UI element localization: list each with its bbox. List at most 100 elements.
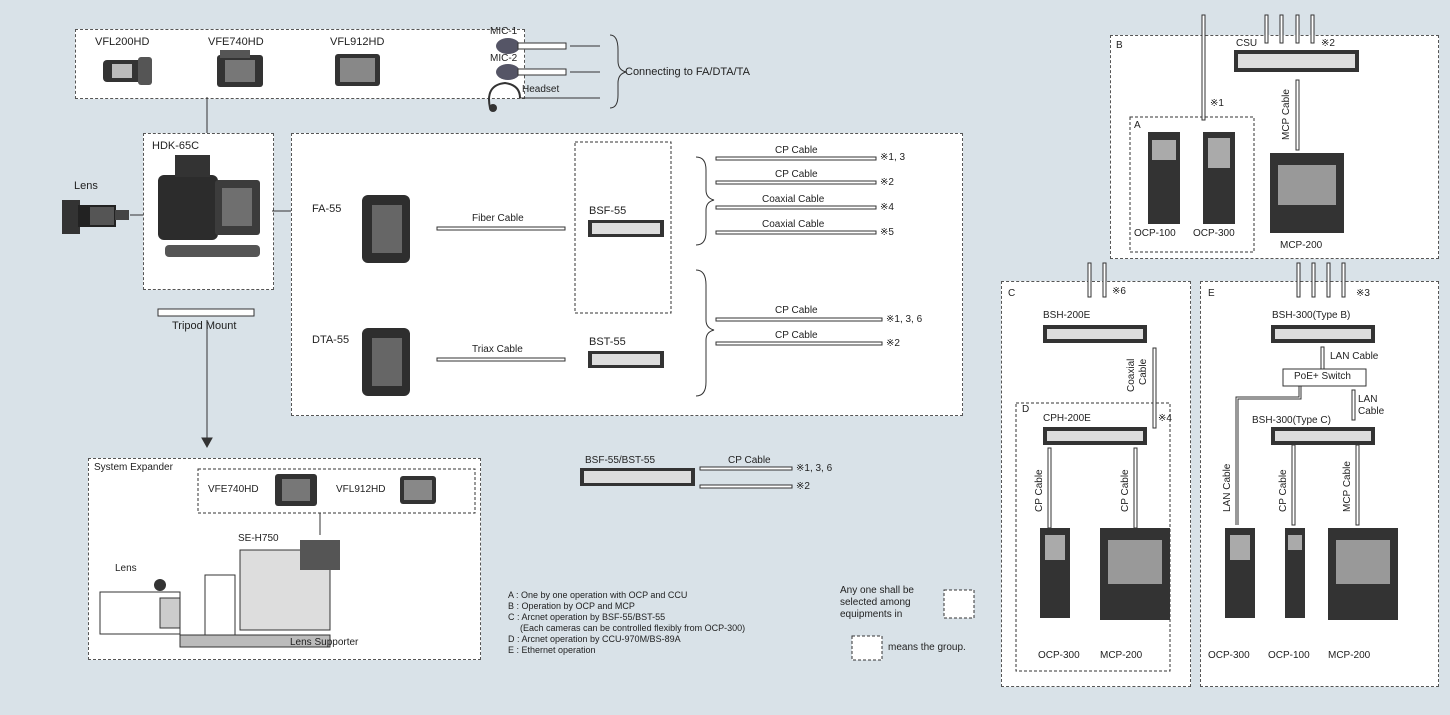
lens-label: Lens [74, 180, 98, 192]
bsf-bst-55-device [580, 468, 695, 486]
mcp-cable-b-label: MCP Cable [1281, 89, 1292, 140]
bottom-cable-label: CP Cable [728, 455, 771, 466]
group-e-mcp-cable: MCP Cable [1342, 461, 1353, 512]
expander-vfe-label: VFE740HD [208, 484, 259, 495]
poe-switch-label: PoE+ Switch [1294, 371, 1351, 382]
cable-6-label: CP Cable [775, 330, 818, 341]
lan-cable-2b-label: Cable [1358, 406, 1385, 417]
coaxial-label: Coaxial [1126, 358, 1137, 392]
group-d-letter: D [1022, 404, 1030, 415]
expander-lens-label: Lens [115, 563, 137, 574]
lens-device [62, 200, 129, 234]
group-e-note3: ※3 [1356, 288, 1370, 299]
fa-55-label: FA-55 [312, 203, 342, 215]
group-e-letter: E [1208, 288, 1215, 299]
group-d-mcp200: MCP-200 [1100, 650, 1143, 661]
group-e-cp-cable: CP Cable [1278, 469, 1289, 512]
group-b-note2: ※2 [1321, 38, 1335, 49]
hdk-65c-device [158, 155, 260, 257]
dta-55-device [362, 328, 410, 396]
vfl200hd-device [103, 57, 152, 85]
group-c-note6: ※6 [1112, 286, 1126, 297]
cable-3-label: Coaxial Cable [762, 194, 825, 205]
group-a-ocp100: OCP-100 [1134, 228, 1176, 239]
group-d-ocp300: OCP-300 [1038, 650, 1080, 661]
vfl912hd-device [335, 54, 380, 86]
group-e-ocp300: OCP-300 [1208, 650, 1250, 661]
group-e [1200, 281, 1439, 687]
cph-200e-label: CPH-200E [1043, 413, 1091, 424]
note-line2: selected among [840, 597, 911, 608]
legend-c2: (Each cameras can be controlled flexibly… [520, 623, 746, 633]
group-a-ocp300: OCP-300 [1193, 228, 1235, 239]
bsf-55-device [588, 220, 664, 237]
group-d-cp-cable-1: CP Cable [1034, 469, 1045, 512]
dta-55-label: DTA-55 [312, 334, 350, 346]
bsh-300-type-c-label: BSH-300(Type C) [1252, 415, 1331, 426]
legend-c: C : Arcnet operation by BSF-55/BST-55 [508, 612, 666, 622]
bsh-200e-label: BSH-200E [1043, 310, 1091, 321]
vfl912hd-label: VFL912HD [330, 36, 385, 48]
expander-vfl-label: VFL912HD [336, 484, 386, 495]
fiber-cable-label: Fiber Cable [472, 213, 524, 224]
group-b-letter: B [1116, 40, 1123, 51]
group-e-ocp100: OCP-100 [1268, 650, 1310, 661]
connecting-label: Connecting to FA/DTA/TA [625, 66, 750, 78]
ocp-panels [1040, 132, 1398, 620]
group-c-letter: C [1008, 288, 1016, 299]
lan-cable-2a-label: LAN [1358, 394, 1378, 405]
vfl200hd-label: VFL200HD [95, 36, 150, 48]
group-meaning-note: means the group. [888, 642, 966, 653]
csu-device [1234, 50, 1359, 72]
group-d-note4: ※4 [1158, 413, 1172, 424]
cable-1-label: CP Cable [775, 145, 818, 156]
bst-55-label: BST-55 [589, 336, 626, 348]
legend-b: B : Operation by OCP and MCP [508, 601, 635, 611]
cable-4-label: Coaxial Cable [762, 219, 825, 230]
camera-name: HDK-65C [152, 140, 200, 152]
expander-title: System Expander [94, 462, 173, 473]
lens-supporter-label: Lens Supporter [290, 637, 359, 648]
legend-a: A : One by one operation with OCP and CC… [508, 590, 688, 600]
lan-cable-3-label: LAN Cable [1222, 463, 1233, 512]
note-line3: equipments in [840, 609, 903, 620]
cable-2-label: CP Cable [775, 169, 818, 180]
bottom-cable-note1: ※1, 3, 6 [796, 463, 833, 474]
cable-6-note: ※2 [886, 338, 900, 349]
mic1-label: MIC-1 [490, 26, 518, 37]
lan-cable-1-label: LAN Cable [1330, 351, 1379, 362]
tripod-label: Tripod Mount [172, 320, 237, 332]
mic2-label: MIC-2 [490, 53, 518, 64]
bottom-cable-note2: ※2 [796, 481, 810, 492]
se-h750-device [99, 540, 340, 648]
se-h750-label: SE-H750 [238, 533, 279, 544]
bsh-300-type-b-label: BSH-300(Type B) [1272, 310, 1351, 321]
cable-4-note: ※5 [880, 227, 894, 238]
legend-e: E : Ethernet operation [508, 645, 596, 655]
group-e-mcp200: MCP-200 [1328, 650, 1371, 661]
bsf-bst-label: BSF-55/BST-55 [585, 455, 656, 466]
group-d-cp-cable-2: CP Cable [1120, 469, 1131, 512]
group-a-letter: A [1134, 120, 1141, 131]
headset-label: Headset [522, 84, 560, 95]
bsh-devices [1043, 325, 1375, 445]
csu-label: CSU [1236, 38, 1258, 49]
selection-note: Any one shall be selected among equipmen… [840, 585, 914, 621]
vfe740hd-label: VFE740HD [208, 36, 264, 48]
triax-cable-label: Triax Cable [472, 344, 523, 355]
cable-2-note: ※2 [880, 177, 894, 188]
fa-55-device [362, 195, 410, 263]
legend: A : One by one operation with OCP and CC… [508, 590, 745, 656]
coaxial-cable-label: Cable [1138, 358, 1149, 385]
bsf-55-label: BSF-55 [589, 205, 627, 217]
mic-icons [488, 38, 567, 112]
cable-3-note: ※4 [880, 202, 894, 213]
group-b-note1: ※1 [1210, 98, 1224, 109]
legend-d: D : Arcnet operation by CCU-970M/BS-89A [508, 634, 681, 644]
cable-1-note: ※1, 3 [880, 152, 906, 163]
vfe740hd-device [217, 50, 263, 87]
cable-5-note: ※1, 3, 6 [886, 314, 923, 325]
expander-vf-devices [275, 474, 436, 506]
